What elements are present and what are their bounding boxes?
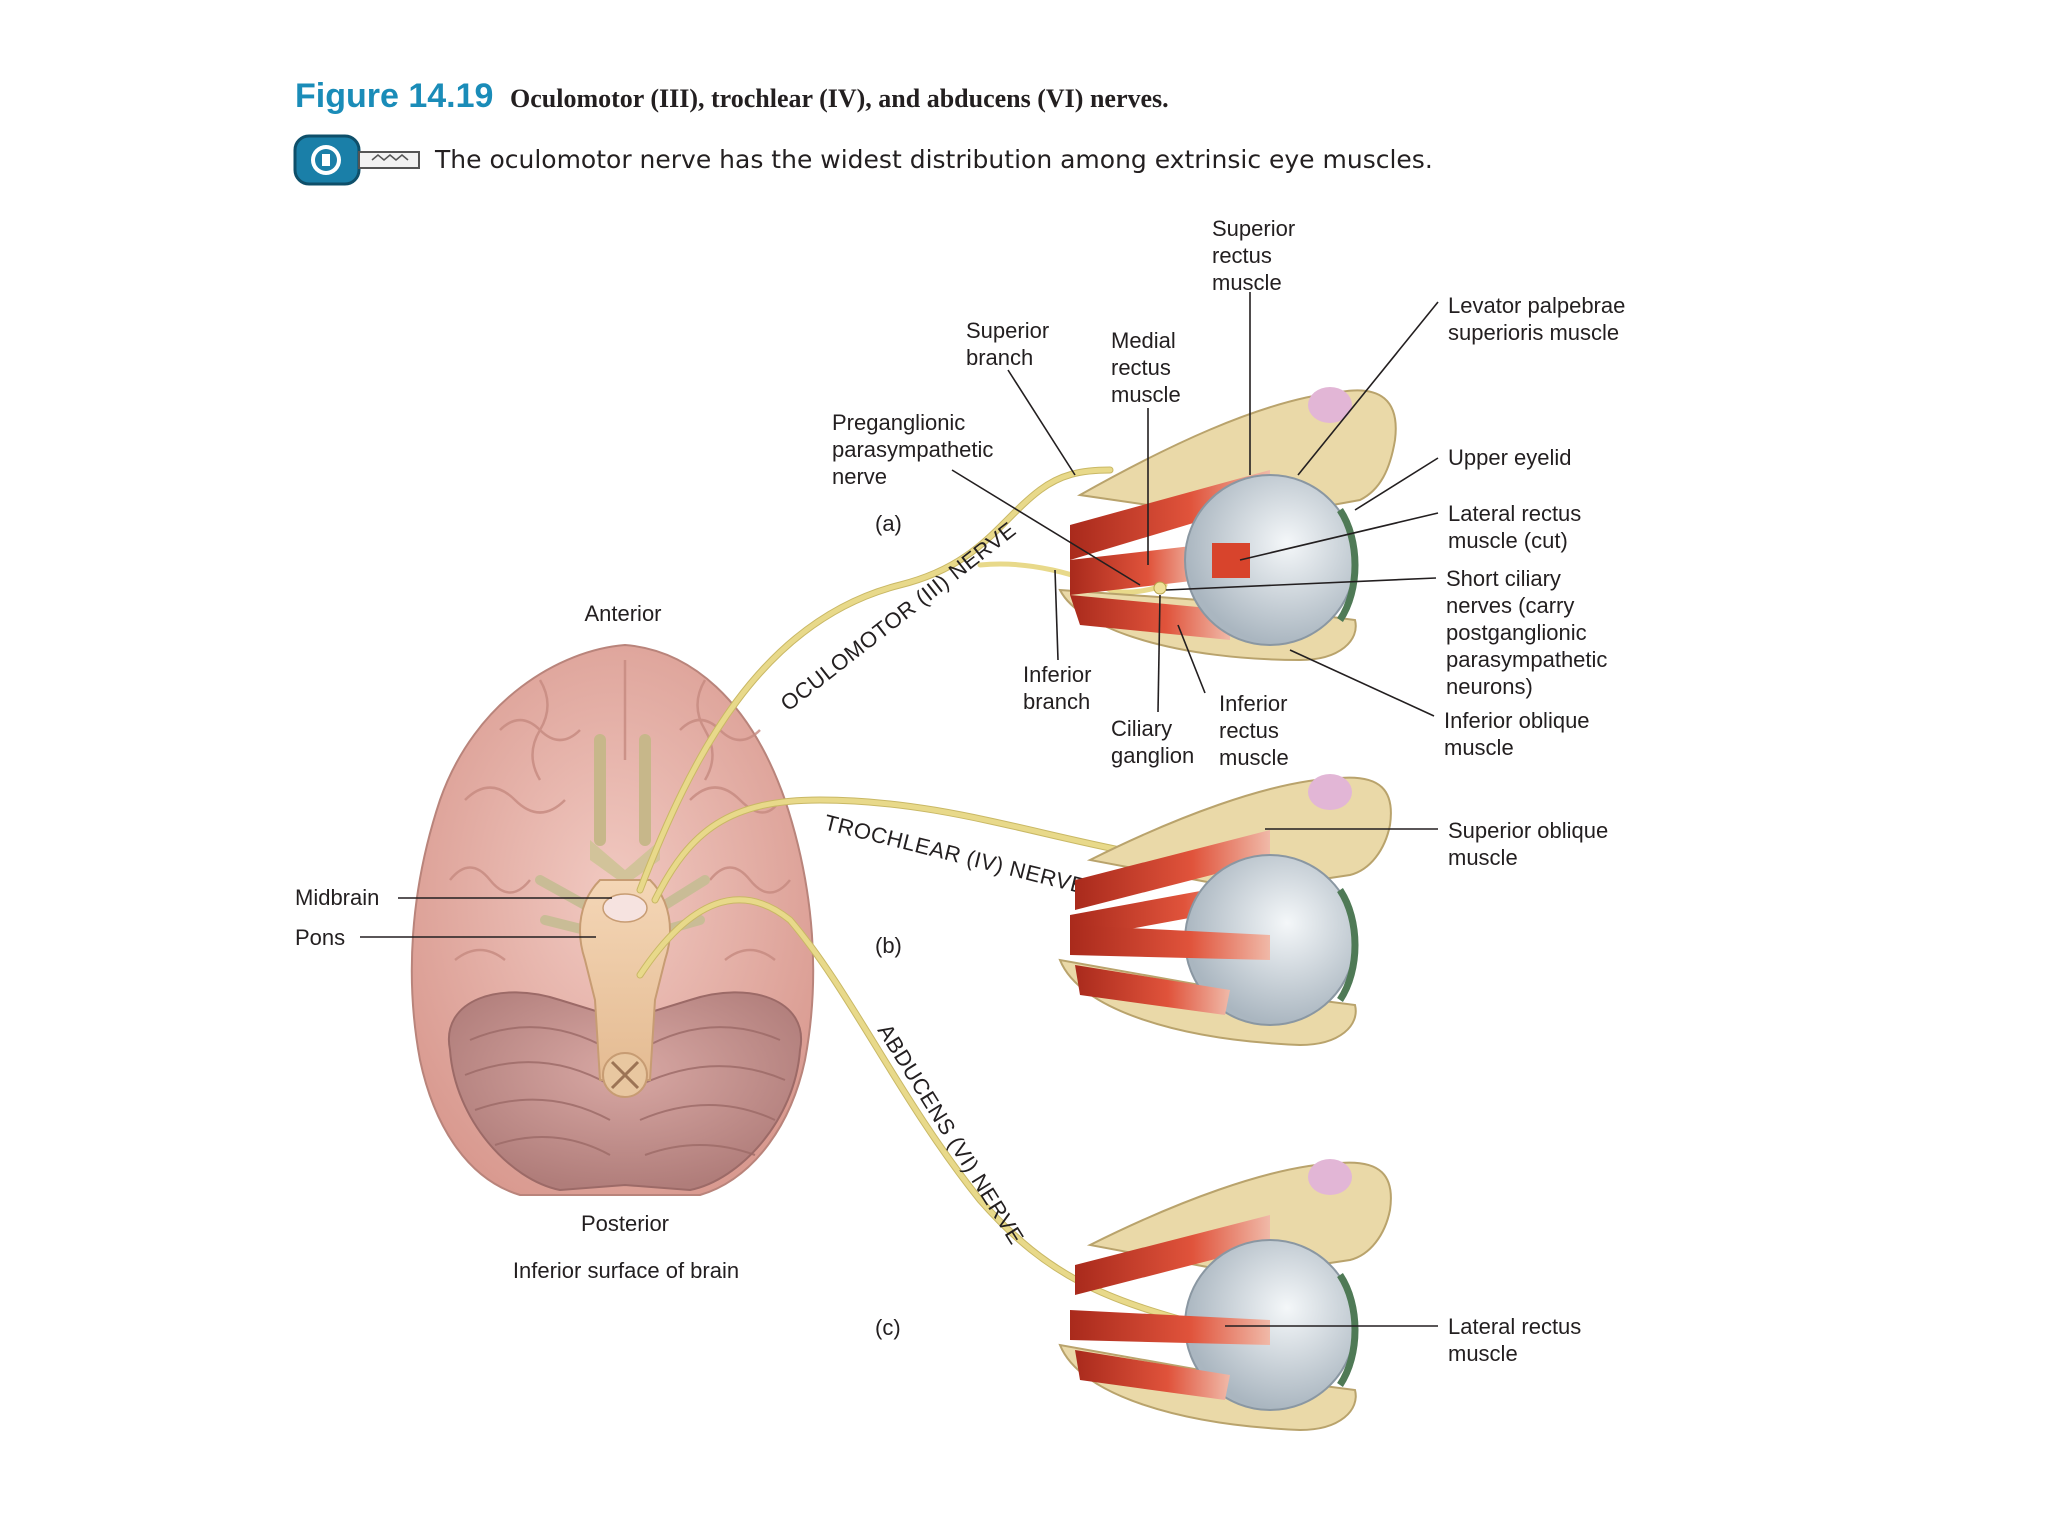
iris-b [1337,888,1359,1002]
inferior-muscles-c [1075,1350,1230,1400]
lateral-rectus-cut-leader [1239,512,1439,561]
preganglionic-label: Preganglionic parasympathetic nerve [832,410,1000,489]
oculomotor-nerve [637,467,1113,893]
ciliary-ganglion-label: Ciliary ganglion [1111,716,1194,768]
sinus [1308,387,1352,423]
pons-label: Pons [295,925,345,950]
panel-b-label: (b) [875,933,902,958]
labels-panel-a: Superior rectus muscle Superior branch M… [832,216,1631,770]
inferior-branch-leader [1054,569,1059,661]
upper-eyelid-label: Upper eyelid [1448,445,1572,470]
brain-illustration: Anterior Posterior Inferior surface of b… [295,601,815,1283]
inferior-rectus-a [1070,595,1230,640]
iris-c [1337,1273,1359,1387]
anterior-label: Anterior [584,601,661,626]
optic-chiasm [590,840,660,885]
panel-a-label: (a) [875,511,902,536]
inferior-oblique-label: Inferior oblique muscle [1444,708,1596,760]
key-icon [293,134,420,186]
superior-rectus-label: Superior rectus muscle [1212,216,1301,295]
short-ciliary-leader [1165,577,1437,591]
brain-caption: Inferior surface of brain [513,1258,739,1283]
eye-orbit-c [1058,1159,1392,1432]
ciliary-ganglion-dot [1153,581,1167,595]
lateral-rectus-label: Lateral rectus muscle [1448,1314,1587,1366]
inferior-oblique-leader [1289,649,1435,717]
key-concept-text: The oculomotor nerve has the widest dist… [434,145,1433,174]
superior-branch-label: Superior branch [966,318,1055,370]
labels-panel-c: Lateral rectus muscle [1225,1314,1587,1366]
preganglionic-leader [951,469,1141,586]
levator-label: Levator palpebrae superioris muscle [1448,293,1631,345]
short-ciliary-label: Short ciliary nerves (carry postganglion… [1446,566,1614,699]
inferior-muscles-b [1075,965,1230,1015]
labels-panel-b: Superior oblique muscle [1265,818,1614,870]
sinus [1308,1159,1352,1195]
lateral-rectus-c [1070,1310,1270,1345]
medial-rectus-a [1070,545,1200,595]
cerebellum-folia [464,1026,786,1156]
eyeball-a [1184,474,1356,646]
trochlear-nerve [652,797,1253,903]
spinal-cord-x [610,1060,640,1090]
inferior-branch-label: Inferior branch [1023,662,1098,714]
trochlear-nerve-label: TROCHLEAR (IV) NERVE [822,810,1089,899]
figure-number: Figure 14.19 [295,77,493,115]
cranial-nerve-roots [535,875,710,935]
superior-oblique-label: Superior oblique muscle [1448,818,1614,870]
figure-title: Oculomotor (III), trochlear (IV), and ab… [510,84,1169,113]
superior-muscles-c [1075,1215,1270,1295]
figure-header: Figure 14.19 Oculomotor (III), trochlear… [295,77,1169,115]
midbrain-label: Midbrain [295,885,379,910]
levator-leader [1297,301,1439,476]
iris-a [1337,508,1359,622]
orbit-roof-bone [1076,389,1397,522]
superior-oblique-b [1075,830,1270,910]
abducens-nerve-label: ABDUCENS (VI) NERVE [873,1019,1029,1248]
lateral-rectus-cut-a [1212,543,1250,578]
lateral-rectus-b [1070,925,1270,960]
lateral-rectus-cut-label: Lateral rectus muscle (cut) [1448,501,1587,553]
medial-rectus-label: Medial rectus muscle [1111,328,1182,407]
superior-branch-leader [1007,369,1076,476]
brainstem [579,879,671,1081]
inferior-rectus-leader [1177,624,1206,694]
panel-c-label: (c) [875,1315,901,1340]
posterior-label: Posterior [581,1211,669,1236]
key-concept-row: The oculomotor nerve has the widest dist… [293,134,1433,186]
oculomotor-nerve-label: OCULOMOTOR (III) NERVE [776,517,1021,716]
inferior-rectus-label: Inferior rectus muscle [1219,691,1294,770]
upper-eyelid-leader [1354,457,1439,511]
ciliary-ganglion-leader [1157,594,1161,713]
sinus [1308,774,1352,810]
mammillary-region [602,893,648,923]
eye-orbit-a [1058,387,1397,662]
eye-orbit-b [1058,774,1392,1047]
